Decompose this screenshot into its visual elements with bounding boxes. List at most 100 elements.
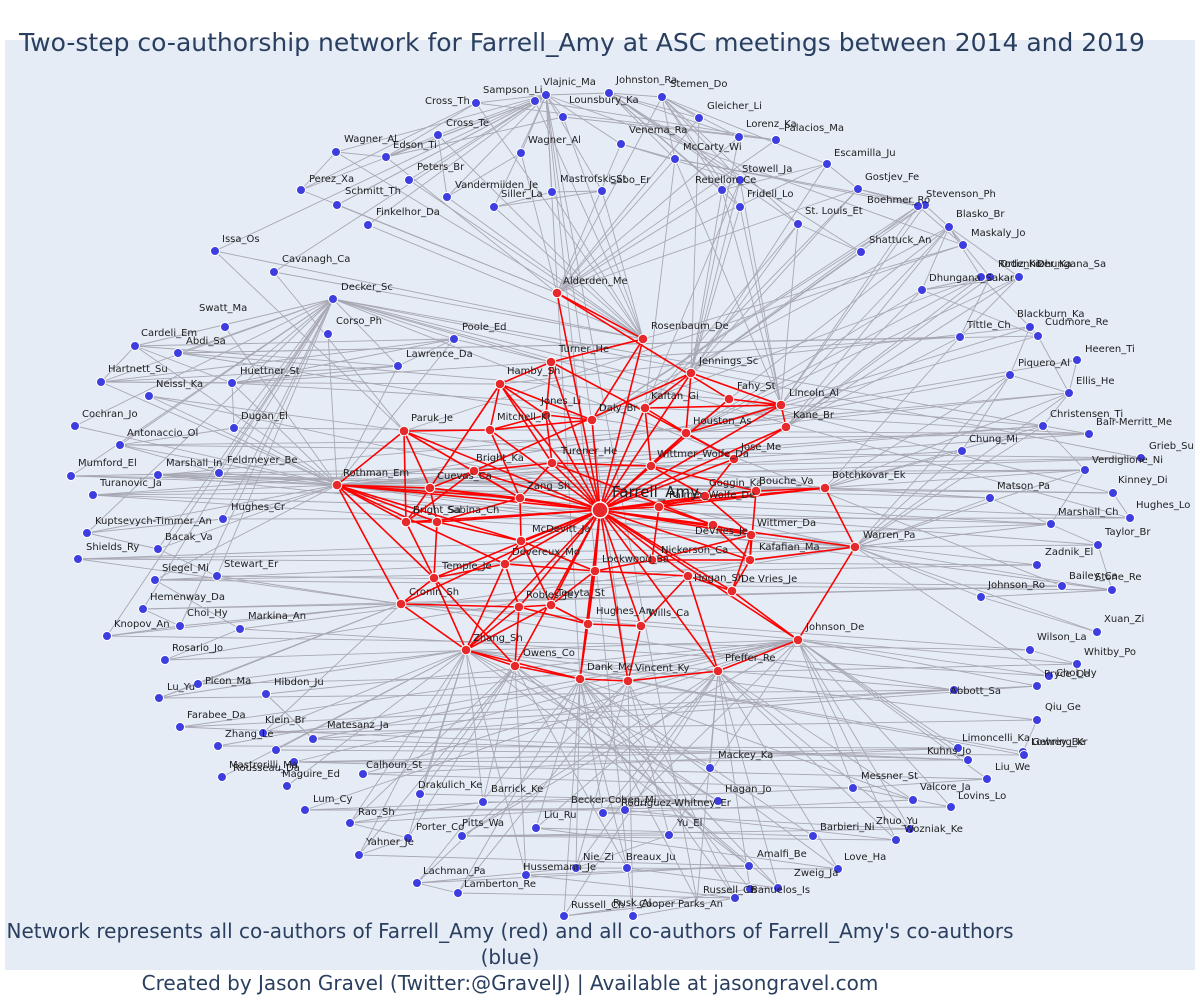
node-second-step[interactable] [744, 861, 754, 871]
node-second-step[interactable] [913, 201, 923, 211]
node-coauthor[interactable] [680, 427, 692, 439]
node-second-step[interactable] [214, 468, 224, 478]
node-coauthor[interactable] [646, 554, 658, 566]
node-second-step[interactable] [597, 186, 607, 196]
node-second-step[interactable] [976, 592, 986, 602]
node-second-step[interactable] [210, 246, 220, 256]
node-second-step[interactable] [1125, 513, 1135, 523]
node-second-step[interactable] [457, 831, 467, 841]
node-second-step[interactable] [154, 693, 164, 703]
node-second-step[interactable] [150, 575, 160, 585]
node-second-step[interactable] [433, 130, 443, 140]
node-second-step[interactable] [944, 222, 954, 232]
node-coauthor[interactable] [395, 598, 407, 610]
node-coauthor[interactable] [723, 393, 735, 405]
node-coauthor[interactable] [540, 409, 552, 421]
node-second-step[interactable] [773, 883, 783, 893]
node-second-step[interactable] [856, 247, 866, 257]
node-second-step[interactable] [1084, 429, 1094, 439]
node-coauthor[interactable] [728, 453, 740, 465]
node-coauthor[interactable] [582, 618, 594, 630]
node-second-step[interactable] [82, 528, 92, 538]
node-coauthor[interactable] [424, 482, 436, 494]
node-coauthor[interactable] [513, 601, 525, 613]
node-coauthor[interactable] [400, 516, 412, 528]
node-second-step[interactable] [412, 878, 422, 888]
node-second-step[interactable] [771, 135, 781, 145]
node-coauthor[interactable] [653, 501, 665, 513]
node-coauthor[interactable] [574, 673, 586, 685]
node-second-step[interactable] [694, 113, 704, 123]
node-second-step[interactable] [982, 774, 992, 784]
node-coauthor[interactable] [545, 599, 557, 611]
node-second-step[interactable] [153, 544, 163, 554]
node-second-step[interactable] [296, 185, 306, 195]
node-coauthor[interactable] [551, 287, 563, 299]
node-second-step[interactable] [404, 175, 414, 185]
node-second-step[interactable] [616, 139, 626, 149]
node-second-step[interactable] [289, 757, 299, 767]
node-second-step[interactable] [1072, 355, 1082, 365]
node-second-step[interactable] [958, 240, 968, 250]
node-coauthor[interactable] [468, 465, 480, 477]
node-second-step[interactable] [917, 285, 927, 295]
node-second-step[interactable] [531, 823, 541, 833]
node-second-step[interactable] [282, 781, 292, 791]
node-second-step[interactable] [345, 818, 355, 828]
node-second-step[interactable] [1108, 488, 1118, 498]
node-second-step[interactable] [363, 220, 373, 230]
node-second-step[interactable] [1092, 627, 1102, 637]
node-second-step[interactable] [88, 490, 98, 500]
node-coauthor[interactable] [712, 665, 724, 677]
node-second-step[interactable] [717, 185, 727, 195]
node-second-step[interactable] [328, 294, 338, 304]
node-coauthor[interactable] [499, 558, 511, 570]
node-second-step[interactable] [453, 888, 463, 898]
node-second-step[interactable] [235, 624, 245, 634]
node-second-step[interactable] [949, 685, 959, 695]
node-second-step[interactable] [793, 219, 803, 229]
node-second-step[interactable] [175, 722, 185, 732]
node-second-step[interactable] [403, 833, 413, 843]
node-coauthor[interactable] [639, 402, 651, 414]
node-second-step[interactable] [735, 175, 745, 185]
node-second-step[interactable] [1025, 322, 1035, 332]
node-second-step[interactable] [261, 689, 271, 699]
node-second-step[interactable] [1064, 388, 1074, 398]
node-second-step[interactable] [193, 679, 203, 689]
node-second-step[interactable] [734, 132, 744, 142]
node-second-step[interactable] [1046, 519, 1056, 529]
node-second-step[interactable] [70, 421, 80, 431]
node-second-step[interactable] [664, 830, 674, 840]
node-second-step[interactable] [571, 863, 581, 873]
node-second-step[interactable] [489, 202, 499, 212]
node-coauthor[interactable] [428, 572, 440, 584]
node-second-step[interactable] [730, 893, 740, 903]
node-second-step[interactable] [1080, 465, 1090, 475]
node-second-step[interactable] [73, 554, 83, 564]
node-second-step[interactable] [217, 772, 227, 782]
node-coauthor[interactable] [509, 660, 521, 672]
node-coauthor[interactable] [545, 356, 557, 368]
node-coauthor[interactable] [586, 414, 598, 426]
node-second-step[interactable] [1032, 715, 1042, 725]
node-second-step[interactable] [808, 831, 818, 841]
node-center[interactable] [591, 501, 609, 519]
node-second-step[interactable] [160, 655, 170, 665]
node-coauthor[interactable] [622, 675, 634, 687]
node-coauthor[interactable] [637, 333, 649, 345]
node-coauthor[interactable] [775, 399, 787, 411]
node-second-step[interactable] [393, 361, 403, 371]
node-second-step[interactable] [604, 88, 614, 98]
node-second-step[interactable] [670, 154, 680, 164]
node-second-step[interactable] [173, 348, 183, 358]
node-coauthor[interactable] [645, 460, 657, 472]
node-coauthor[interactable] [398, 425, 410, 437]
node-second-step[interactable] [220, 322, 230, 332]
node-second-step[interactable] [908, 795, 918, 805]
node-second-step[interactable] [1014, 272, 1024, 282]
node-second-step[interactable] [541, 90, 551, 100]
node-second-step[interactable] [598, 808, 608, 818]
node-second-step[interactable] [449, 334, 459, 344]
node-second-step[interactable] [258, 728, 268, 738]
